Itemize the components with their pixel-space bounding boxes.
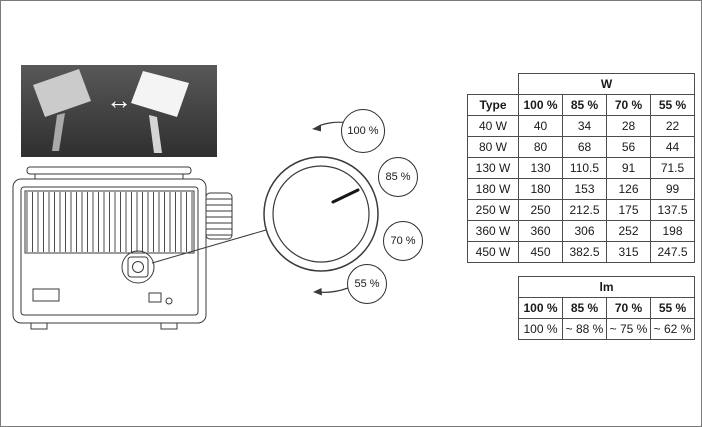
w-table-row: 80 W 80 68 56 44: [467, 136, 695, 158]
w-value-cell: 22: [650, 115, 695, 137]
w-type-cell: 360 W: [467, 220, 519, 242]
right-floodlight-silhouette: [131, 71, 189, 117]
w-table-row: 360 W 360 306 252 198: [467, 220, 695, 242]
w-table-row: 180 W 180 153 126 99: [467, 178, 695, 200]
lm-table-pct-header: 85 %: [562, 297, 607, 319]
w-table-type-header: Type: [467, 94, 519, 116]
w-value-cell: 34: [562, 115, 607, 137]
w-type-cell: 250 W: [467, 199, 519, 221]
knob-highlight-circle: [121, 250, 155, 284]
w-value-cell: 382.5: [562, 241, 607, 263]
dial-level-bubble-100: 100 %: [341, 109, 385, 153]
w-table-row: 250 W 250 212.5 175 137.5: [467, 199, 695, 221]
dial-level-label: 70 %: [390, 235, 416, 247]
w-value-cell: 56: [606, 136, 651, 158]
w-table-pct-header: 85 %: [562, 94, 607, 116]
dial-level-label: 100 %: [347, 125, 379, 137]
mounting-bracket: [26, 166, 192, 179]
lm-table-value-row: 100 % ~ 88 % ~ 75 % ~ 62 %: [518, 318, 695, 340]
dial-level-bubble-85: 85 %: [378, 157, 418, 197]
lm-value-cell: ~ 88 %: [562, 318, 607, 340]
lumen-table: lm 100 % 85 % 70 % 55 % 100 % ~ 88 % ~ 7…: [518, 276, 695, 340]
dial-circle: [263, 156, 379, 272]
wattage-table: W Type 100 % 85 % 70 % 55 % 40 W 40 34 2…: [467, 73, 695, 263]
w-type-cell: 130 W: [467, 157, 519, 179]
w-value-cell: 126: [606, 178, 651, 200]
tilt-double-arrow-icon: ↔: [106, 85, 132, 115]
w-value-cell: 252: [606, 220, 651, 242]
lm-table-header-row: 100 % 85 % 70 % 55 %: [518, 297, 695, 319]
w-type-cell: 80 W: [467, 136, 519, 158]
w-value-cell: 40: [518, 115, 563, 137]
w-value-cell: 91: [606, 157, 651, 179]
heatsink-fins: [24, 190, 195, 254]
w-table-row: 450 W 450 382.5 315 247.5: [467, 241, 695, 263]
w-value-cell: 68: [562, 136, 607, 158]
floodlight-rear-view: [12, 178, 233, 330]
w-type-cell: 450 W: [467, 241, 519, 263]
w-value-cell: 71.5: [650, 157, 695, 179]
w-value-cell: 110.5: [562, 157, 607, 179]
w-value-cell: 315: [606, 241, 651, 263]
w-value-cell: 28: [606, 115, 651, 137]
dial-level-label: 85 %: [385, 171, 411, 183]
dial-pointer: [331, 188, 360, 204]
w-value-cell: 80: [518, 136, 563, 158]
dimmer-knob: [127, 256, 149, 278]
dial-level-bubble-70: 70 %: [383, 221, 423, 261]
w-table-row: 130 W 130 110.5 91 71.5: [467, 157, 695, 179]
callout-line: [151, 229, 267, 264]
w-value-cell: 450: [518, 241, 563, 263]
w-value-cell: 175: [606, 199, 651, 221]
lm-table-pct-header: 55 %: [650, 297, 695, 319]
lm-table-pct-header: 100 %: [518, 297, 563, 319]
lm-value-cell: 100 %: [518, 318, 563, 340]
w-value-cell: 247.5: [650, 241, 695, 263]
w-value-cell: 180: [518, 178, 563, 200]
rotate-arrow-bottom: [313, 287, 349, 296]
w-value-cell: 137.5: [650, 199, 695, 221]
w-table-unit-header: W: [518, 73, 695, 95]
lm-value-cell: ~ 62 %: [650, 318, 695, 340]
lm-table-pct-header: 70 %: [606, 297, 651, 319]
w-value-cell: 99: [650, 178, 695, 200]
left-floodlight-silhouette: [33, 69, 91, 117]
w-table-corner-spacer: [468, 74, 519, 95]
w-table-header-row: Type 100 % 85 % 70 % 55 %: [467, 94, 695, 116]
lm-table-unit-header: lm: [518, 276, 695, 298]
w-table-pct-header: 55 %: [650, 94, 695, 116]
w-type-cell: 180 W: [467, 178, 519, 200]
w-table-pct-header: 70 %: [606, 94, 651, 116]
lm-value-cell: ~ 75 %: [606, 318, 651, 340]
floodlight-silhouettes: [33, 69, 189, 153]
w-value-cell: 212.5: [562, 199, 607, 221]
w-type-cell: 40 W: [467, 115, 519, 137]
w-value-cell: 306: [562, 220, 607, 242]
dial-level-bubble-55: 55 %: [347, 264, 387, 304]
w-value-cell: 250: [518, 199, 563, 221]
lm-table-title-row: lm: [518, 276, 695, 298]
w-table-row: 40 W 40 34 28 22: [467, 115, 695, 137]
w-value-cell: 130: [518, 157, 563, 179]
w-table-pct-header: 100 %: [518, 94, 563, 116]
w-value-cell: 44: [650, 136, 695, 158]
w-value-cell: 360: [518, 220, 563, 242]
w-table-title-row: W: [468, 73, 695, 95]
w-value-cell: 153: [562, 178, 607, 200]
w-value-cell: 198: [650, 220, 695, 242]
tilt-adjustment-photo: ↔: [21, 65, 217, 157]
dial-level-label: 55 %: [354, 278, 380, 290]
